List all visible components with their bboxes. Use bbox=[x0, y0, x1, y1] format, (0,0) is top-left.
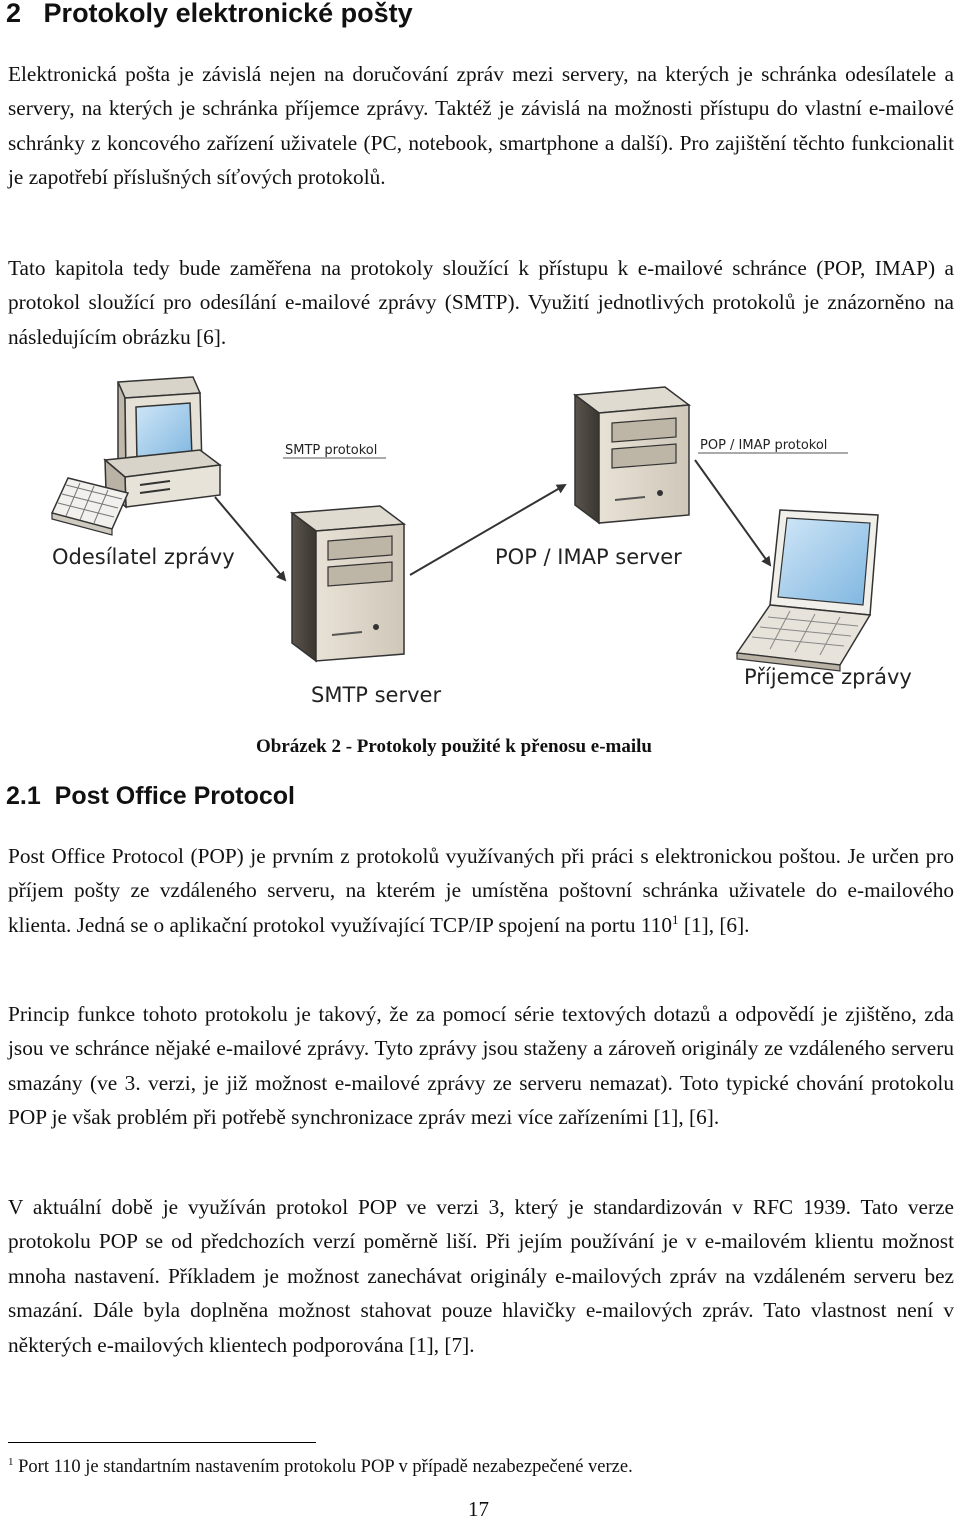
footnote-number: 1 bbox=[8, 1456, 14, 1468]
pop-paragraph-3: V aktuální době je využíván protokol POP… bbox=[8, 1195, 954, 1357]
smtp-protocol-label: SMTP protokol bbox=[285, 443, 377, 458]
pop-paragraph-2: Princip funkce tohoto protokolu je takov… bbox=[8, 1002, 954, 1130]
smtp-arrow-1 bbox=[214, 496, 287, 582]
subsection-number: 2.1 bbox=[6, 782, 41, 810]
email-protocols-diagram: Odesílatel zprávy SMTP protokol POP / IM… bbox=[50, 376, 912, 707]
footnote-separator bbox=[8, 1442, 316, 1443]
section-number: 2 bbox=[6, 0, 22, 28]
laptop-icon bbox=[735, 509, 879, 672]
footnote-reference[interactable]: 1 bbox=[672, 911, 679, 927]
pop-imap-arrow bbox=[694, 459, 772, 567]
section-heading: 2 Protokoly elektronické pošty bbox=[6, 0, 413, 29]
intro-paragraph-2: Tato kapitola tedy bude zaměřena na prot… bbox=[8, 256, 954, 349]
footnote-text: Port 110 je standartním nastavením proto… bbox=[18, 1457, 633, 1478]
smtp-server-icon bbox=[289, 505, 407, 663]
page-number: 17 bbox=[468, 1497, 489, 1521]
sender-label: Odesílatel zprávy bbox=[52, 545, 235, 569]
subsection-heading: 2.1 Post Office Protocol bbox=[6, 782, 295, 811]
smtp-arrow-2 bbox=[409, 483, 567, 576]
pop-paragraph-1-text: Post Office Protocol (POP) je prvním z p… bbox=[8, 844, 954, 937]
pop-paragraph-1-tail: [1], [6]. bbox=[678, 912, 750, 937]
desktop-pc-icon bbox=[50, 376, 222, 536]
pop-imap-server-label: POP / IMAP server bbox=[495, 545, 682, 569]
intro-paragraph-1: Elektronická pošta je závislá nejen na d… bbox=[8, 62, 954, 190]
figure-caption: Obrázek 2 - Protokoly použité k přenosu … bbox=[256, 736, 653, 757]
smtp-server-label: SMTP server bbox=[311, 683, 441, 707]
pop-imap-protocol-label: POP / IMAP protokol bbox=[700, 438, 827, 453]
section-title: Protokoly elektronické pošty bbox=[43, 0, 413, 28]
pop-imap-server-icon bbox=[572, 386, 692, 525]
recipient-label: Příjemce zprávy bbox=[744, 665, 912, 689]
footnote: 1 Port 110 je standartním nastavením pro… bbox=[8, 1456, 633, 1478]
pop-paragraph-1: Post Office Protocol (POP) je prvním z p… bbox=[8, 839, 954, 942]
subsection-title: Post Office Protocol bbox=[54, 782, 295, 810]
